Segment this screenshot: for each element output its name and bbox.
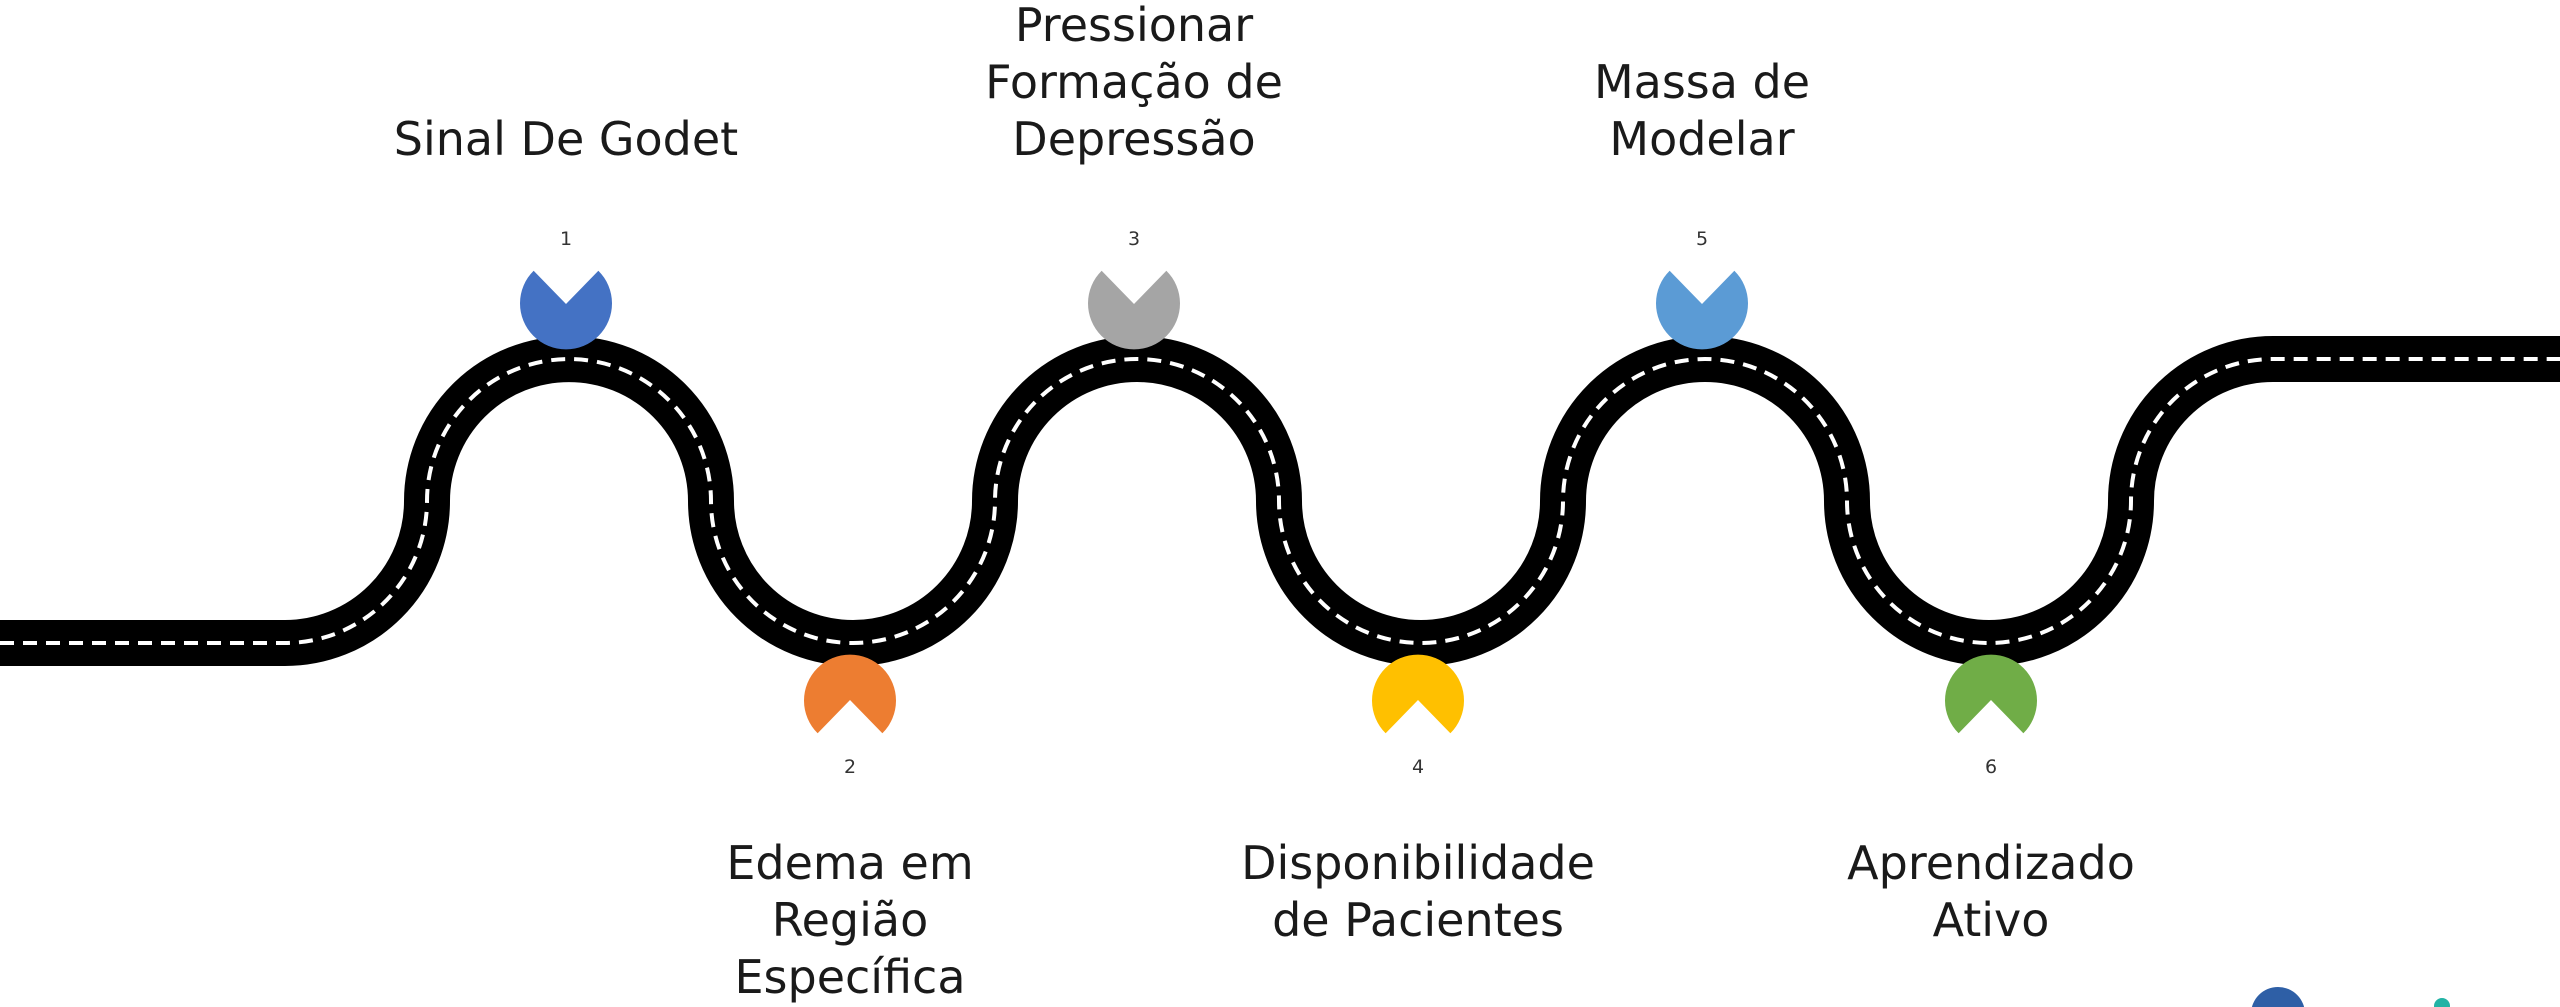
milestone-number: 6 [1985, 756, 1997, 778]
milestone-pin-1: 1 [520, 222, 612, 350]
pin-number-badge [1402, 750, 1434, 782]
milestone-title-5: Massa de Modelar [1593, 55, 1811, 166]
map-pin-icon [804, 654, 896, 734]
pin-number-badge [1975, 750, 2007, 782]
milestone-title-6: Aprendizado Ativo [1847, 836, 2135, 947]
milestone-pin-6: 6 [1945, 654, 2037, 782]
map-pin-icon [1088, 270, 1180, 350]
corner-logo [2251, 987, 2450, 1007]
milestone-number: 5 [1696, 228, 1708, 250]
milestone-pin-3: 3 [1088, 222, 1180, 350]
milestone-title-4: Disponibilidade de Pacientes [1241, 836, 1595, 947]
milestone-title-3: Pressionar Formação de Depressão [985, 0, 1283, 166]
pin-number-badge [1686, 222, 1718, 254]
milestone-number: 3 [1128, 228, 1140, 250]
pin-number-badge [834, 750, 866, 782]
map-pin-icon [1945, 654, 2037, 734]
map-pin-icon [1656, 270, 1748, 350]
road-lane-marking [0, 357, 2560, 645]
milestone-pin-4: 4 [1372, 654, 1465, 782]
milestone-title-1: Sinal De Godet [393, 112, 739, 166]
pin-number-badge [1118, 222, 1150, 254]
pin-number-badge [550, 222, 582, 254]
map-pin-icon [520, 270, 612, 350]
milestone-pin-5: 5 [1656, 222, 1748, 350]
milestone-number: 4 [1412, 756, 1424, 778]
milestone-number: 2 [844, 756, 856, 778]
logo-dot-icon [2434, 998, 2450, 1007]
milestone-pins: 1 2 3 4 5 6 [520, 222, 2037, 782]
logo-mark-icon [2251, 987, 2305, 1007]
milestone-number: 1 [560, 228, 572, 250]
milestone-title-2: Edema em Região Específica [726, 836, 974, 1004]
milestone-pin-2: 2 [804, 654, 896, 782]
map-pin-icon [1372, 654, 1465, 734]
